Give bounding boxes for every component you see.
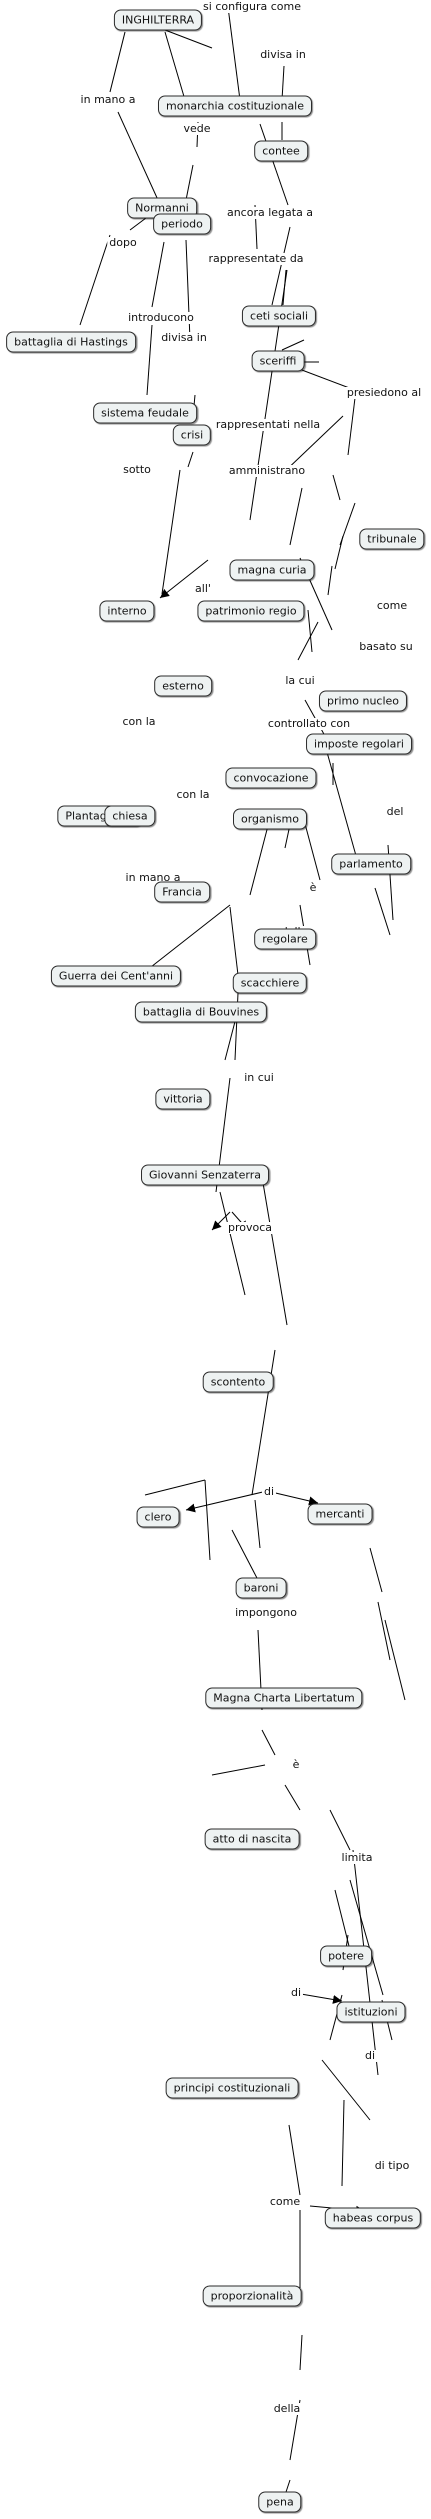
link-label: sotto <box>121 463 153 476</box>
concept-principi-costituzionali[interactable]: principi costituzionali <box>165 2077 299 2099</box>
concept-magna-charta-libertatum[interactable]: Magna Charta Libertatum <box>205 1687 363 1709</box>
link-label: provoca <box>225 1221 275 1234</box>
concept-regolare[interactable]: regolare <box>254 928 316 950</box>
link-label: impongono <box>233 1606 299 1619</box>
concept-guerra-dei-centanni[interactable]: Guerra dei Cent'anni <box>50 965 182 987</box>
concept-atto-di-nascita[interactable]: atto di nascita <box>204 1828 300 1850</box>
concept-imposte-regolari[interactable]: imposte regolari <box>306 733 412 755</box>
concept-giovanni-senzaterra[interactable]: Giovanni Senzaterra <box>141 1164 269 1186</box>
concept-habeas-corpus[interactable]: habeas corpus <box>324 2207 422 2229</box>
concept-contee[interactable]: contee <box>254 140 308 162</box>
link-label: in mano a <box>123 871 183 884</box>
link-label: divisa in <box>159 331 209 344</box>
link-label: di tipo <box>372 2159 412 2172</box>
link-label: all' <box>193 582 213 595</box>
link-label: di <box>288 1986 304 1999</box>
concept-ceti-sociali[interactable]: ceti sociali <box>241 305 317 327</box>
link-label: basato su <box>357 640 415 653</box>
link-label: amministrano <box>226 464 308 477</box>
link-label: come <box>374 599 410 612</box>
concept-baroni[interactable]: baroni <box>235 1577 287 1599</box>
link-label: ancora legata a <box>224 206 316 219</box>
concept-esterno[interactable]: esterno <box>154 675 212 697</box>
link-label: in mano a <box>78 93 138 106</box>
concept-potere[interactable]: potere <box>320 1945 372 1967</box>
link-label: divisa in <box>258 48 308 61</box>
link-label: è <box>307 881 319 894</box>
link-label: limita <box>339 1851 375 1864</box>
concept-crisi[interactable]: crisi <box>172 424 212 446</box>
concept-parlamento[interactable]: parlamento <box>331 853 411 875</box>
link-label: rappresentate da <box>206 252 306 265</box>
concept-clero[interactable]: clero <box>136 1506 180 1528</box>
concept-magna-curia[interactable]: magna curia <box>229 559 315 581</box>
link-label: si configura come <box>201 0 303 13</box>
concept-organismo[interactable]: organismo <box>233 808 307 830</box>
concept-convocazione[interactable]: convocazione <box>225 767 317 789</box>
link-label: come <box>267 2195 303 2208</box>
concept-mercanti[interactable]: mercanti <box>307 1503 373 1525</box>
concept-inghilterra[interactable]: INGHILTERRA <box>113 9 203 31</box>
concept-patrimonio-regio[interactable]: patrimonio regio <box>197 600 305 622</box>
concept-scontento[interactable]: scontento <box>202 1371 274 1393</box>
concept-monarchia-costituzionale[interactable]: monarchia costituzionale <box>157 95 313 117</box>
link-label: vede <box>181 122 213 135</box>
concept-battaglia-di-bouvines[interactable]: battaglia di Bouvines <box>134 1001 268 1023</box>
concept-periodo[interactable]: periodo <box>153 213 211 235</box>
concept-vittoria[interactable]: vittoria <box>155 1088 211 1110</box>
concept-istituzioni[interactable]: istituzioni <box>336 2001 406 2023</box>
concept-scacchiere[interactable]: scacchiere <box>232 972 308 994</box>
concept-pena[interactable]: pena <box>258 2491 302 2513</box>
concept-chiesa[interactable]: chiesa <box>104 805 156 827</box>
concept-francia[interactable]: Francia <box>154 881 210 903</box>
concept-sceriffi[interactable]: sceriffi <box>251 350 305 372</box>
link-label: controllato con <box>265 717 353 730</box>
concept-primo-nucleo[interactable]: primo nucleo <box>318 690 408 712</box>
link-label: in cui <box>242 1071 276 1084</box>
link-label: introducono <box>126 311 196 324</box>
link-label: della <box>271 2402 303 2415</box>
concept-sistema-feudale[interactable]: sistema feudale <box>93 402 197 424</box>
link-label: presiedono al <box>344 386 424 399</box>
link-label: dopo <box>107 236 139 249</box>
link-label: è <box>290 1758 302 1771</box>
link-label: con la <box>174 788 212 801</box>
link-label: con la <box>120 715 158 728</box>
concept-battaglia-di-hastings[interactable]: battaglia di Hastings <box>6 331 136 353</box>
link-label: rappresentati nella <box>213 418 323 431</box>
concept-proporzionalita[interactable]: proporzionalità <box>202 2285 302 2307</box>
concept-interno[interactable]: interno <box>99 600 155 622</box>
link-label: di <box>362 2049 378 2062</box>
link-label: del <box>384 805 406 818</box>
link-label: la cui <box>283 674 317 687</box>
link-label: di <box>261 1485 277 1498</box>
concept-tribunale[interactable]: tribunale <box>359 528 425 550</box>
